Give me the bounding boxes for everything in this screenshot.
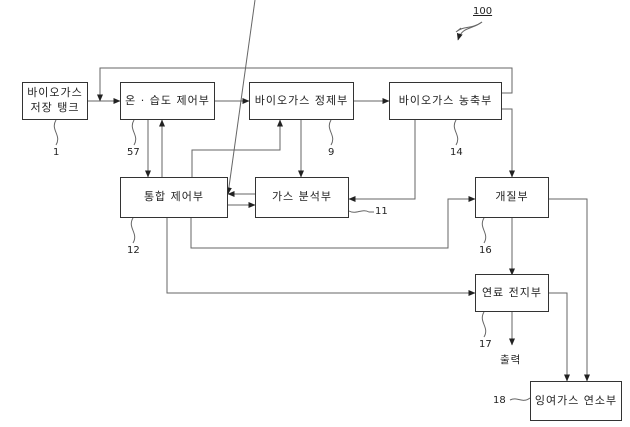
ref-purifier: 9: [328, 147, 335, 158]
block-reformer: 개질부: [475, 177, 549, 218]
block-label: 바이오가스 농축부: [398, 93, 493, 107]
ref-gas-analyzer: 11: [375, 206, 388, 217]
ref-temp-humidity: 57: [127, 147, 140, 158]
wire-integrated-to-reformer: [190, 196, 476, 249]
leader-57: [131, 119, 137, 146]
ref-integrated-control: 12: [127, 245, 140, 256]
wire-integrated-to-purifier: [191, 119, 283, 177]
leader-17: [481, 311, 487, 338]
wire-concentrator-to-analyzer: [348, 120, 416, 202]
block-biogas-concentrator: 바이오가스 농축부: [389, 82, 502, 120]
wire-concentrator-loop: [97, 67, 513, 102]
figure-ref-arrow: [455, 21, 483, 33]
leader-11: [348, 210, 374, 213]
wire-reformer-to-burner: [548, 198, 590, 382]
leader-18: [509, 397, 531, 401]
leader-12: [130, 217, 136, 244]
ref-reformer: 16: [479, 245, 492, 256]
output-label: 출력: [500, 354, 522, 366]
leader-14: [453, 119, 459, 146]
figure-ref-pointer: [456, 21, 483, 41]
block-surplus-gas-burner: 잉여가스 연소부: [530, 381, 622, 421]
figure-number: 100: [473, 6, 493, 17]
block-label: 연료 전지부: [481, 285, 543, 299]
ref-concentrator: 14: [450, 147, 463, 158]
leader-16: [481, 217, 487, 244]
wire-analyzer-to-integrated: [225, 0, 256, 195]
leader-1: [53, 119, 59, 146]
wire-integrated-to-fuelcell: [166, 218, 476, 296]
block-gas-analyzer: 가스 분석부: [255, 177, 349, 218]
ref-fuel-cell: 17: [479, 339, 492, 350]
leader-9: [328, 119, 334, 146]
block-label: 온 · 습도 제어부: [125, 93, 210, 107]
block-label: 바이오가스 정제부: [254, 93, 349, 107]
block-storage-tank: 바이오가스 저장 탱크: [22, 82, 88, 120]
block-label: 통합 제어부: [143, 190, 205, 204]
block-temp-humidity-control: 온 · 습도 제어부: [120, 82, 215, 120]
ref-storage-tank: 1: [53, 147, 60, 158]
block-label: 바이오가스 저장 탱크: [27, 86, 83, 114]
block-biogas-purifier: 바이오가스 정제부: [249, 82, 354, 120]
block-label: 개질부: [495, 190, 529, 204]
wire-concentrator-to-reformer: [502, 108, 515, 178]
block-label: 잉여가스 연소부: [534, 393, 618, 407]
ref-surplus-burner: 18: [493, 395, 506, 406]
wire-fuelcell-to-burner: [548, 292, 570, 382]
block-integrated-control: 통합 제어부: [120, 177, 228, 218]
block-label: 가스 분석부: [271, 190, 333, 204]
block-fuel-cell: 연료 전지부: [475, 274, 549, 312]
